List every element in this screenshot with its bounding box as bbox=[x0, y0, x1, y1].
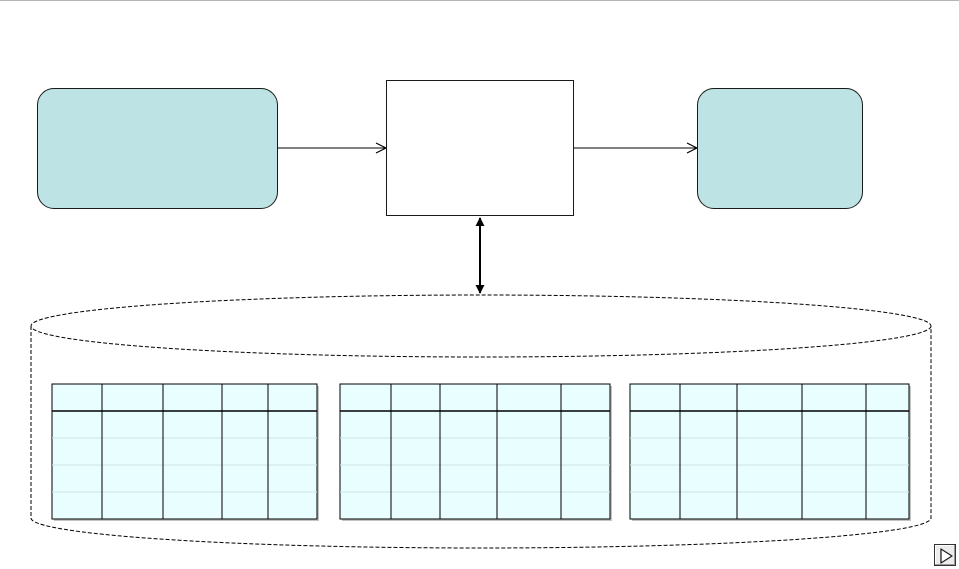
top-divider bbox=[0, 0, 959, 1]
data-table-3 bbox=[629, 383, 911, 521]
database-cylinder-top bbox=[30, 294, 932, 358]
data-table-1 bbox=[51, 383, 319, 521]
table-frame bbox=[629, 383, 910, 520]
table-frame bbox=[339, 383, 611, 520]
database-tables bbox=[51, 383, 911, 521]
next-slide-button[interactable] bbox=[934, 544, 956, 566]
play-triangle-icon bbox=[940, 548, 953, 564]
table-frame bbox=[51, 383, 318, 520]
data-table-2 bbox=[339, 383, 612, 521]
center-node bbox=[386, 80, 574, 216]
database-cylinder-body bbox=[30, 326, 932, 549]
database-cylinder bbox=[30, 294, 932, 549]
right-node bbox=[697, 88, 863, 209]
left-node bbox=[37, 88, 278, 209]
